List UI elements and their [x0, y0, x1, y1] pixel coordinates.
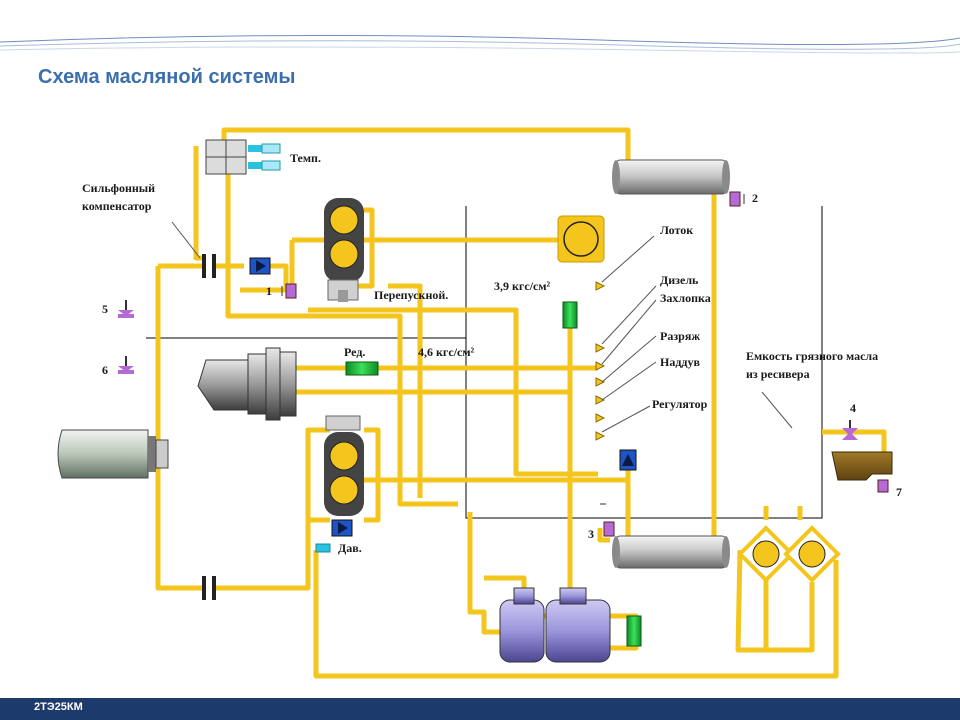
number-4: 4: [850, 401, 856, 415]
thermostat-block: [205, 139, 281, 175]
sensor-flags: [595, 281, 606, 441]
number-1: 1: [266, 284, 272, 298]
page-title: Схема масляной системы: [38, 66, 296, 88]
number-5: 5: [102, 302, 108, 316]
bypass-label: Перепускной.: [374, 288, 448, 302]
pump-green-filter: [626, 615, 642, 647]
tray-label: Лоток: [660, 223, 693, 237]
bellows-label-line2: компенсатор: [82, 199, 152, 213]
valve-1-icon: [281, 283, 297, 299]
pressure-sensor-icon: [315, 543, 331, 553]
check-valve-right-icon: [619, 449, 637, 471]
pressure-46-label: 4,6 кгс/см²: [418, 345, 475, 359]
top-oil-cooler: [612, 159, 730, 195]
temp-label: Темп.: [290, 151, 321, 165]
footer-bar: 2ТЭ25КМ: [0, 698, 960, 720]
lower-filter-column: [324, 415, 364, 516]
engine-frame: [146, 206, 823, 519]
check-valve-top-icon: [249, 257, 271, 275]
vertical-green-filter: [562, 301, 578, 329]
strainer-left-icon: [737, 525, 795, 583]
tank-label-line1: Емкость грязного масла: [746, 349, 878, 363]
strainer-right-icon: [783, 525, 841, 583]
pressure-reducer-filter: [345, 361, 379, 376]
check-valve-bottom-icon: [331, 519, 353, 537]
bellows-compensator-top: [202, 254, 216, 278]
dirty-oil-tank: [831, 451, 893, 481]
centrifuge-filter: [557, 215, 605, 263]
number-7: 7: [896, 485, 902, 499]
number-6: 6: [102, 363, 108, 377]
tank-label-line2: из ресивера: [746, 367, 810, 381]
number-3: 3: [588, 527, 594, 541]
regulator-label: Регулятор: [652, 397, 708, 411]
discharge-label: Разряж: [660, 329, 700, 343]
valve-5-icon: [118, 300, 134, 318]
boost-label: Наддув: [660, 355, 700, 369]
red-label: Ред.: [344, 345, 365, 359]
diesel-label: Дизель: [660, 273, 699, 287]
valve-2-icon: [729, 191, 745, 207]
bottom-oil-cooler: [612, 535, 730, 569]
bellows-label-line1: Сильфонный: [82, 181, 155, 195]
footer-model-label: 2ТЭ25КМ: [34, 701, 83, 713]
bellows-compensator-bottom: [202, 576, 216, 600]
pressure-sensor-label: Дав.: [338, 541, 362, 555]
valve-3-icon: [600, 503, 615, 537]
main-generator: [57, 429, 169, 479]
header-wave-decoration: [0, 34, 960, 54]
number-2: 2: [752, 191, 758, 205]
valve-7-icon: [877, 479, 889, 493]
valve-6-icon: [118, 356, 134, 374]
leader-lines: [171, 221, 793, 433]
pressure-39-label: 3,9 кгс/см²: [494, 279, 551, 293]
damper-label: Захлопка: [660, 291, 711, 305]
turbo-unit: [197, 347, 297, 421]
upper-filter-column: [324, 198, 364, 302]
oil-pump-unit: [499, 587, 611, 663]
valve-4-icon: [842, 420, 858, 440]
